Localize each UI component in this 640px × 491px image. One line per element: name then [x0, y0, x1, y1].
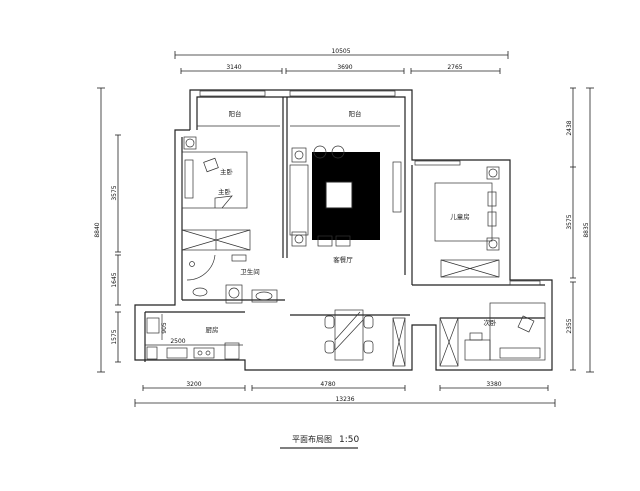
label-kids-room: 儿童房	[450, 212, 470, 221]
dim-left-2: 1645	[111, 272, 118, 287]
right-dimensions: 2438 3575 2355 8835	[566, 87, 594, 373]
label-second-bedroom: 次卧	[484, 318, 498, 327]
label-living-dining: 客餐厅	[333, 255, 353, 264]
second-bedroom-furniture	[464, 302, 546, 361]
kitchen-fixtures: 2500 905	[145, 314, 243, 360]
label-kitchen: 厨房	[206, 325, 219, 334]
label-bathroom: 卫生间	[240, 267, 260, 276]
dim-bottom-3: 3380	[486, 381, 501, 388]
dim-kitchen-depth: 905	[161, 322, 168, 334]
drawing-title: 平面布局图 1:50	[280, 434, 359, 449]
dim-left-total: 8840	[94, 222, 101, 237]
dim-right-3: 2355	[566, 318, 573, 333]
dim-top-total: 10505	[331, 48, 350, 55]
dim-right-1: 2438	[566, 120, 573, 135]
walls	[134, 89, 553, 371]
bottom-dimensions: 3200 4780 3380 13236	[134, 381, 556, 407]
left-dimensions: 8840 3575 1645 1575	[94, 87, 121, 373]
dim-bottom-total: 13236	[335, 396, 354, 403]
bathroom-fixtures	[186, 254, 278, 304]
room-labels: 阳台 阳台 主卧 主卧 卫生间 厨房 客餐厅 儿童房 次卧	[206, 109, 498, 334]
dim-right-total: 8835	[583, 222, 590, 237]
label-master-bedroom-2: 主卧	[218, 187, 232, 196]
dim-top-3: 2765	[447, 64, 462, 71]
dim-bottom-1: 3200	[186, 381, 201, 388]
title-scale: 1:50	[339, 435, 359, 445]
dim-bottom-2: 4780	[320, 381, 335, 388]
master-bedroom-furniture	[181, 136, 251, 251]
dim-top-2: 3690	[337, 64, 352, 71]
title-text: 平面布局图	[292, 434, 332, 444]
dim-top-1: 3140	[226, 64, 241, 71]
dim-right-2: 3575	[566, 214, 573, 229]
dim-kitchen-counter: 2500	[170, 338, 185, 345]
label-balcony-left: 阳台	[229, 109, 242, 118]
living-room-furniture	[289, 145, 402, 247]
dim-left-3: 1575	[111, 329, 118, 344]
label-balcony-right: 阳台	[349, 109, 362, 118]
top-dimensions: 10505 3140 3690 2765	[174, 48, 509, 74]
dining-table	[324, 309, 459, 367]
label-master-bedroom: 主卧	[220, 167, 234, 176]
dim-left-1: 3575	[111, 185, 118, 200]
kids-room-furniture	[434, 166, 500, 278]
